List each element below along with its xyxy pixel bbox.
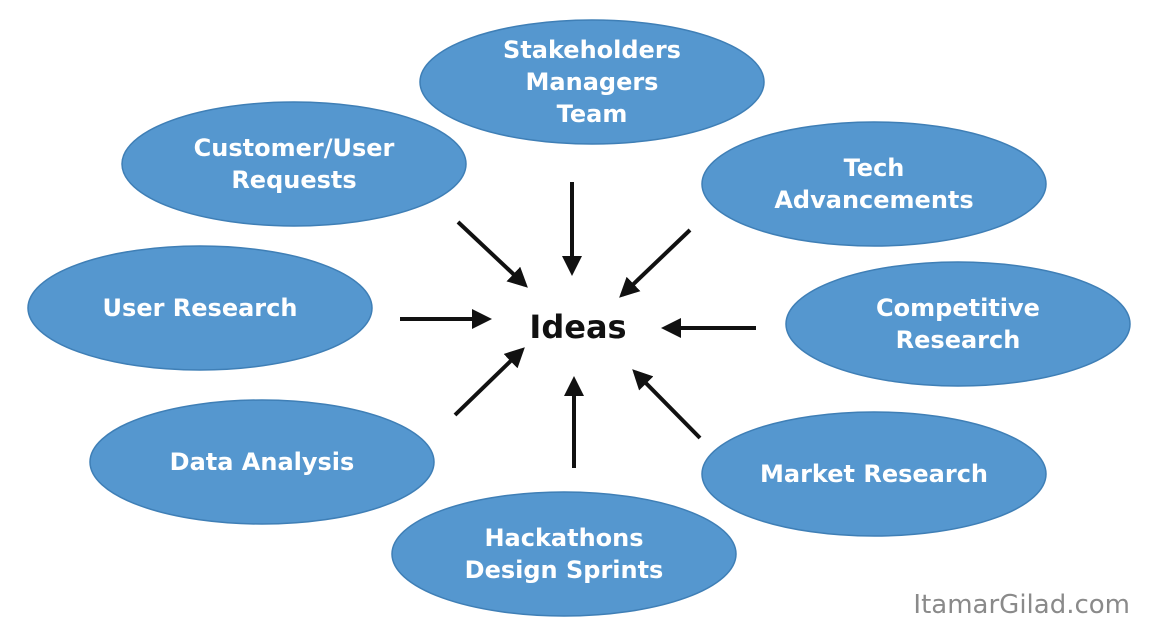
arrow-to-ideas-customer-requests — [456, 220, 528, 288]
source-ellipse-data-analysis — [89, 399, 435, 525]
arrow-to-ideas-tech-advancements — [619, 228, 692, 298]
source-ellipse-competitive-research — [785, 261, 1131, 387]
source-ellipse-user-research — [27, 245, 373, 371]
source-ellipse-customer-requests — [121, 101, 467, 227]
arrow-to-ideas-data-analysis — [453, 347, 525, 417]
arrow-to-ideas-market-research — [632, 369, 702, 440]
source-ellipse-tech-advancements — [701, 121, 1047, 247]
source-ellipse-stakeholders — [419, 19, 765, 145]
source-ellipse-market-research — [701, 411, 1047, 537]
source-ellipse-hackathons — [391, 491, 737, 617]
center-ideas-label: Ideas — [529, 308, 627, 346]
watermark-text: ItamarGilad.com — [913, 590, 1130, 620]
